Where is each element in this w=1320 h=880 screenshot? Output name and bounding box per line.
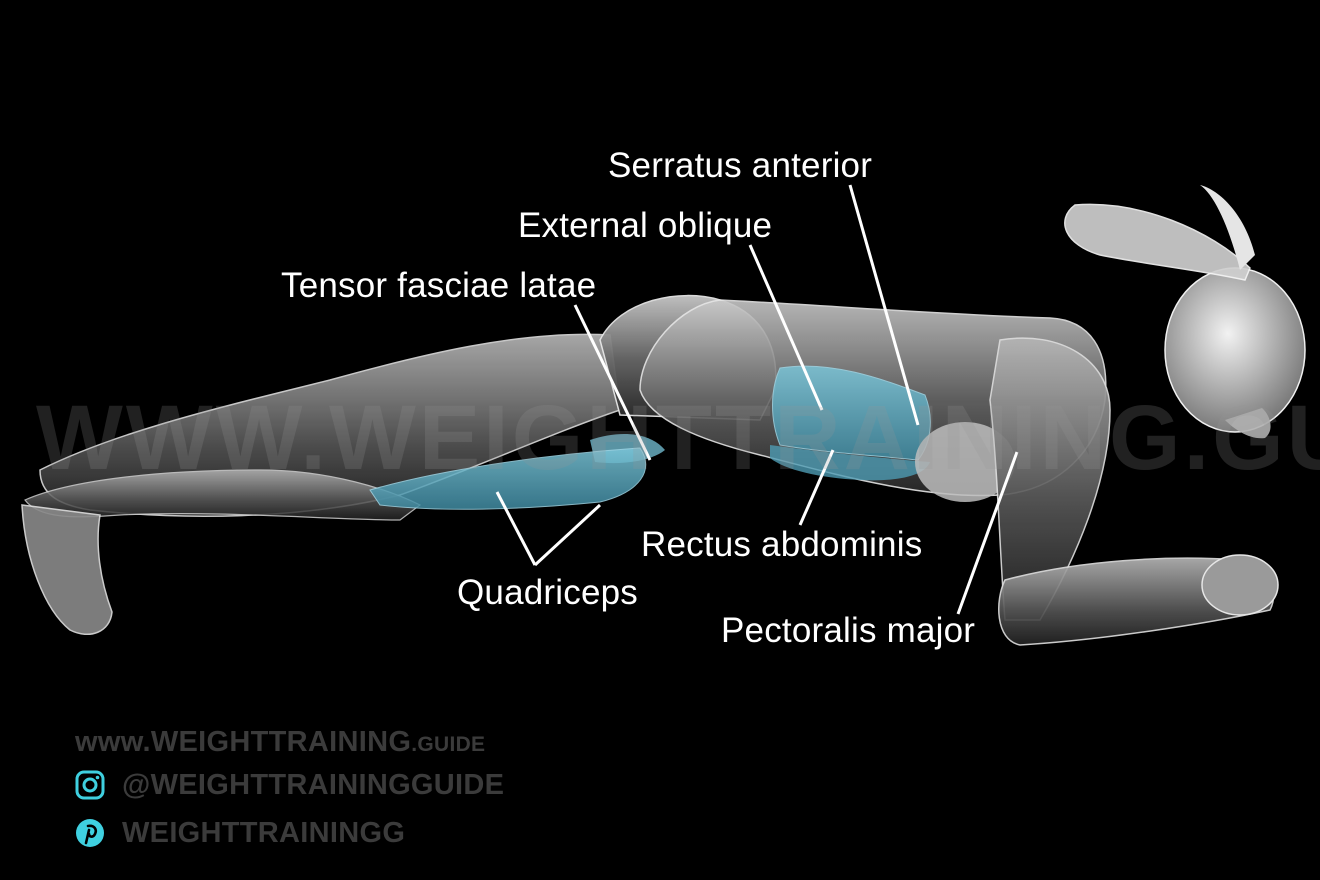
- ponytail-shape: [1064, 203, 1251, 281]
- chest-shape: [915, 422, 1015, 502]
- label-external-oblique: External oblique: [518, 206, 773, 245]
- website-suffix: .GUIDE: [411, 733, 486, 756]
- foot-silhouette: [21, 504, 113, 635]
- face-profile: [1225, 408, 1271, 439]
- website-main: www.WEIGHTTRAINING: [75, 726, 412, 758]
- label-tensor-fasciae-latae: Tensor fasciae latae: [281, 266, 597, 305]
- leader-serratus-anterior: [848, 184, 920, 426]
- leader-pectoralis-major: [956, 451, 1019, 615]
- leader-tensor-fasciae-latae: [573, 304, 652, 461]
- instagram-icon: [75, 770, 105, 800]
- leader-rectus-abdominis: [798, 449, 835, 526]
- pinterest-icon: [76, 819, 104, 847]
- rectus-abdominis-muscle: [770, 445, 930, 481]
- label-serratus-anterior: Serratus anterior: [608, 146, 873, 185]
- watermark-text: WWW.WEIGHTTRAINING.GUIDE: [36, 387, 1320, 489]
- label-pectoralis-major: Pectoralis major: [721, 611, 976, 650]
- website-text: www.WEIGHTTRAINING.GUIDE: [75, 728, 485, 757]
- leader-quadriceps-left: [495, 491, 537, 566]
- leader-external-oblique: [748, 244, 824, 411]
- pinterest-handle: WEIGHTTRAININGG: [122, 817, 406, 849]
- fist-shape: [1201, 554, 1279, 616]
- label-rectus-abdominis: Rectus abdominis: [641, 525, 923, 564]
- ponytail-top: [1200, 185, 1255, 270]
- label-quadriceps: Quadriceps: [457, 573, 638, 612]
- leader-lines: [495, 184, 1019, 615]
- instagram-handle: @WEIGHTTRAININGGUIDE: [122, 769, 505, 801]
- quadriceps-muscle: [369, 447, 647, 510]
- leader-quadriceps-right: [533, 503, 602, 567]
